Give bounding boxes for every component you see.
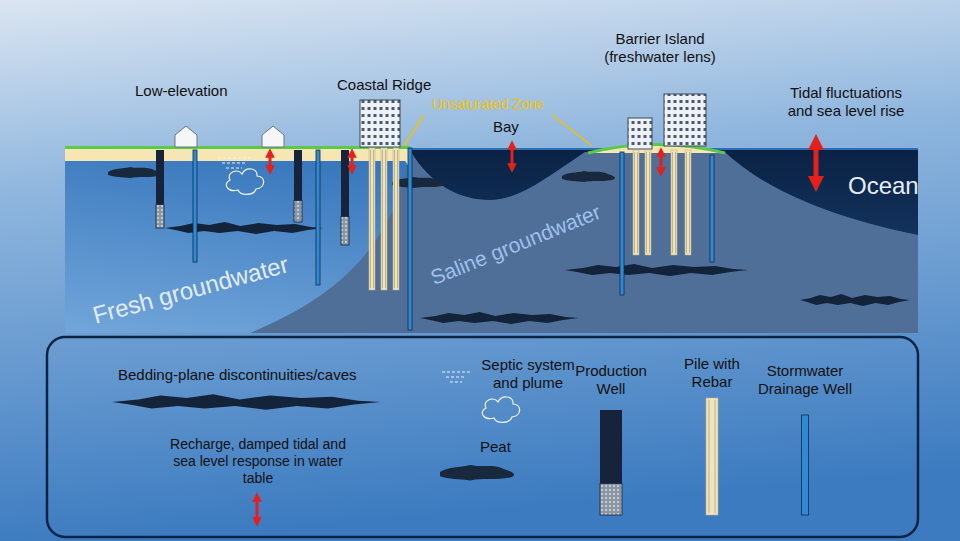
legend-text: Stormwater Drainage Well [750, 362, 860, 398]
area-label: Low-elevation [135, 82, 228, 100]
zone-label: Fresh groundwater [89, 250, 291, 330]
zone-label: Unsaturated Zone [432, 96, 544, 113]
ocean-bay-water [410, 150, 918, 235]
unsaturated-zone-leaders [404, 115, 592, 146]
legend-box [47, 337, 918, 537]
water-label: Bay [493, 118, 519, 136]
legend-text: Recharge, damped tidal and sea level res… [166, 436, 351, 486]
buildings [360, 94, 706, 149]
land-surface [65, 146, 410, 149]
legend-text: Production Well [569, 362, 654, 398]
water-label: Ocean [848, 172, 919, 201]
houses [175, 126, 284, 147]
water-level-arrows [270, 142, 816, 184]
area-label: Barrier Island (freshwater lens) [598, 30, 723, 66]
peat-layers [108, 167, 615, 188]
legend-text: Pile with Rebar [672, 355, 752, 391]
zone-label: Saline groundwater [426, 199, 603, 290]
legend-text: Peat [480, 438, 511, 456]
septic-system [218, 158, 264, 194]
area-label: Coastal Ridge [337, 76, 431, 94]
wells-and-piles [156, 148, 809, 515]
land-strip [65, 148, 410, 161]
process-label: Tidal fluctuations and sea level rise [776, 84, 916, 120]
fresh-groundwater-zone [65, 148, 918, 333]
legend-text: Bedding-plane discontinuities/caves [118, 366, 356, 384]
legend-text: Septic system and plume [473, 356, 583, 392]
legend-symbols [112, 372, 520, 522]
